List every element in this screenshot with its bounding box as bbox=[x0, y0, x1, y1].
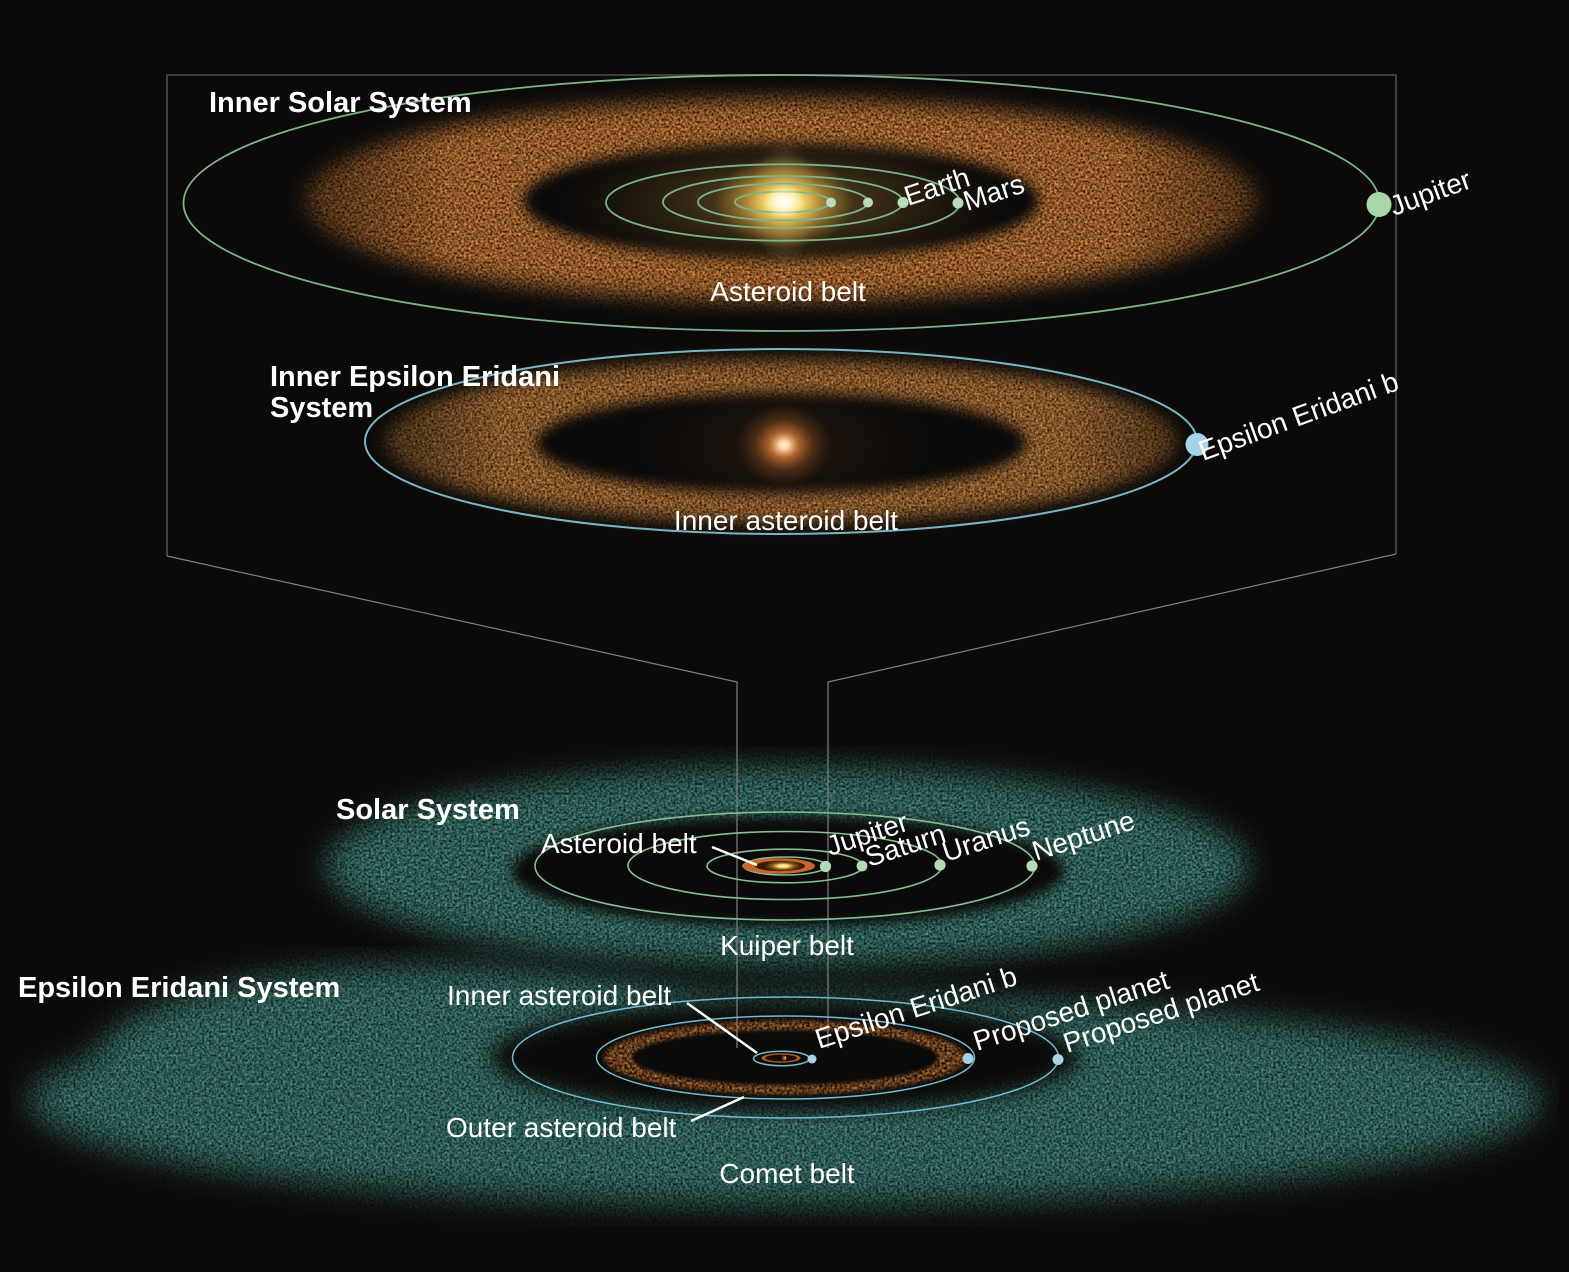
svg-text:Epsilon Eridani System: Epsilon Eridani System bbox=[18, 972, 340, 1004]
svg-text:System: System bbox=[270, 392, 373, 424]
svg-text:Inner asteroid belt: Inner asteroid belt bbox=[674, 505, 898, 536]
svg-text:Inner Epsilon Eridani: Inner Epsilon Eridani bbox=[270, 361, 560, 393]
svg-text:Asteroid belt: Asteroid belt bbox=[541, 828, 697, 859]
svg-text:Outer asteroid belt: Outer asteroid belt bbox=[446, 1112, 677, 1143]
svg-text:Solar System: Solar System bbox=[336, 794, 520, 826]
svg-text:Asteroid belt: Asteroid belt bbox=[710, 276, 866, 307]
svg-text:Inner asteroid belt: Inner asteroid belt bbox=[447, 980, 671, 1011]
svg-text:Kuiper belt: Kuiper belt bbox=[720, 930, 854, 961]
svg-text:Comet belt: Comet belt bbox=[719, 1158, 855, 1189]
svg-text:Inner Solar System: Inner Solar System bbox=[209, 87, 472, 119]
